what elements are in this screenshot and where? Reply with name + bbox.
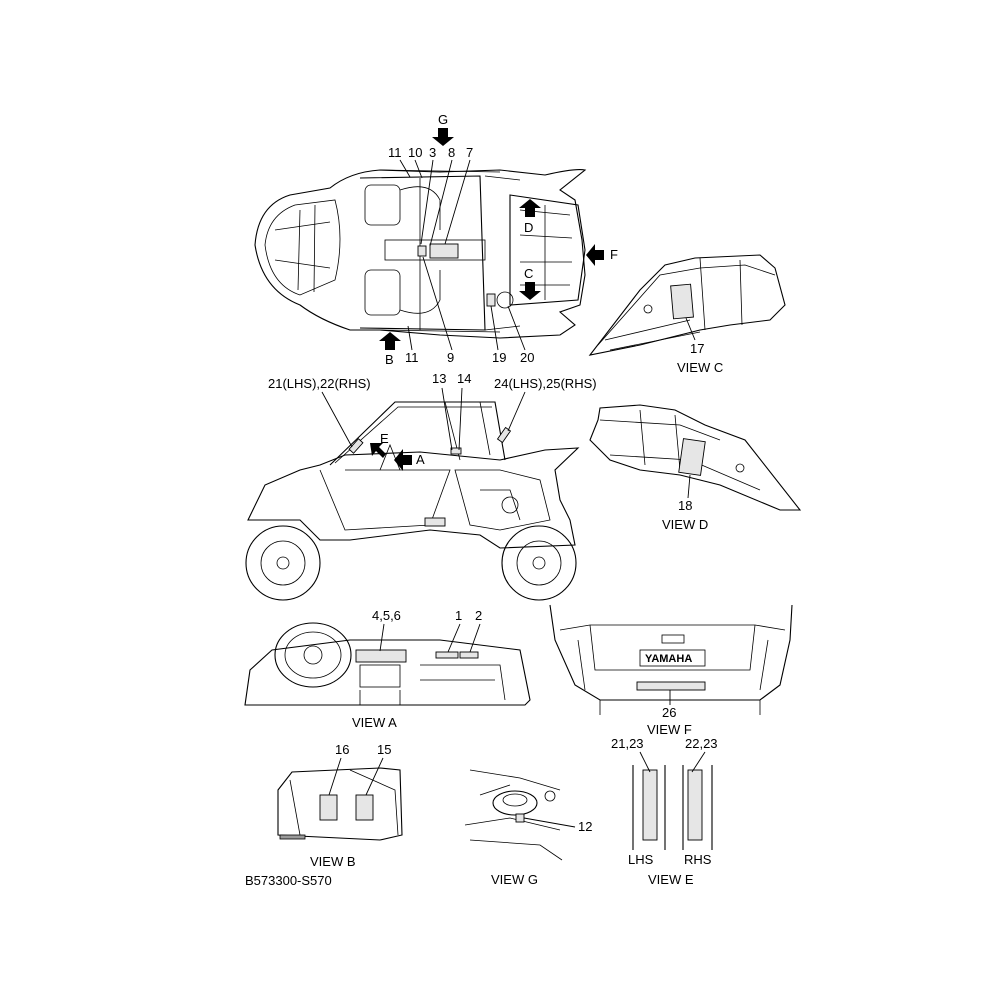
callout-10: 10 xyxy=(408,145,422,160)
view-d-figure: 18 VIEW D xyxy=(589,404,802,532)
view-g-figure: 12 VIEW G xyxy=(464,769,592,887)
arrow-a-label: A xyxy=(416,452,425,467)
arrow-b-label: B xyxy=(385,352,394,367)
callout-13: 13 xyxy=(432,371,446,386)
view-e-caption: VIEW E xyxy=(648,872,694,887)
view-c-caption: VIEW C xyxy=(677,360,723,375)
rhs-label: RHS xyxy=(684,852,712,867)
callout-14: 14 xyxy=(457,371,471,386)
view-f-figure: YAMAHA 26 VIEW F xyxy=(549,604,793,737)
view-c-figure: 17 VIEW C xyxy=(588,254,786,375)
arrow-f: F xyxy=(586,244,618,266)
callout-20: 20 xyxy=(520,350,534,365)
arrow-g: G xyxy=(432,112,454,146)
view-d-caption: VIEW D xyxy=(662,517,708,532)
callout-15: 15 xyxy=(377,742,391,757)
callout-11-bottom: 11 xyxy=(405,350,419,365)
arrow-g-label: G xyxy=(438,112,448,127)
arrow-e-label: E xyxy=(380,431,389,446)
view-a-figure: 4,5,6 1 2 VIEW A xyxy=(244,608,531,730)
view-e-figure: 21,23 22,23 LHS RHS VIEW E xyxy=(611,736,718,887)
side-view-vehicle xyxy=(245,401,580,601)
callout-24-25: 24(LHS),25(RHS) xyxy=(494,376,597,391)
callout-4-5-6: 4,5,6 xyxy=(372,608,401,623)
arrow-b: B xyxy=(379,332,401,367)
top-view-callouts: 11 10 3 8 7 11 9 19 20 xyxy=(388,145,534,365)
view-a-caption: VIEW A xyxy=(352,715,397,730)
callout-18: 18 xyxy=(678,498,692,513)
callout-1: 1 xyxy=(455,608,462,623)
callout-21-22: 21(LHS),22(RHS) xyxy=(268,376,371,391)
callout-3: 3 xyxy=(429,145,436,160)
arrow-e: E xyxy=(370,431,389,458)
callout-19: 19 xyxy=(492,350,506,365)
diagram-code: B573300-S570 xyxy=(245,873,332,888)
view-b-caption: VIEW B xyxy=(310,854,356,869)
callout-11-top: 11 xyxy=(388,145,402,160)
lhs-label: LHS xyxy=(628,852,654,867)
callout-21-23: 21,23 xyxy=(611,736,644,751)
top-view-vehicle xyxy=(254,169,587,339)
arrow-d: D xyxy=(519,199,541,235)
arrow-c-label: C xyxy=(524,266,533,281)
view-f-caption: VIEW F xyxy=(647,722,692,737)
callout-2: 2 xyxy=(475,608,482,623)
brand-plate: YAMAHA xyxy=(645,653,692,665)
callout-9: 9 xyxy=(447,350,454,365)
side-view-callouts: 21(LHS),22(RHS) 13 14 24(LHS),25(RHS) xyxy=(268,371,597,451)
callout-17: 17 xyxy=(690,341,704,356)
arrow-f-label: F xyxy=(610,247,618,262)
callout-26: 26 xyxy=(662,705,676,720)
callout-7: 7 xyxy=(466,145,473,160)
view-b-figure: 16 15 VIEW B xyxy=(277,742,403,869)
view-g-caption: VIEW G xyxy=(491,872,538,887)
callout-16: 16 xyxy=(335,742,349,757)
callout-8: 8 xyxy=(448,145,455,160)
arrow-a: A xyxy=(394,449,425,471)
callout-22-23: 22,23 xyxy=(685,736,718,751)
callout-12: 12 xyxy=(578,819,592,834)
arrow-d-label: D xyxy=(524,220,533,235)
arrow-c: C xyxy=(519,266,541,300)
